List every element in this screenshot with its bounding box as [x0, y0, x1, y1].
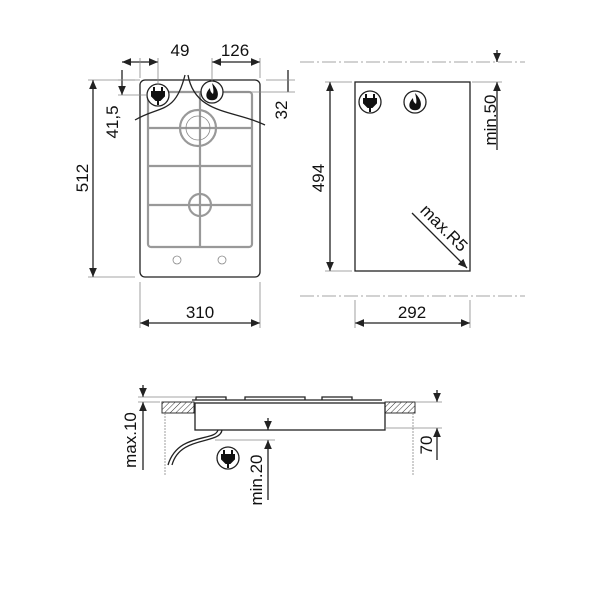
burner-large — [178, 108, 218, 148]
dim-310: 310 — [186, 303, 214, 322]
grate — [146, 90, 254, 249]
dim-max-r5: max.R5 — [416, 201, 471, 256]
dim-70: 70 — [417, 436, 436, 455]
side-view: max.10 min.20 70 — [121, 385, 442, 506]
flame-icon — [403, 90, 427, 114]
dim-min-20: min.20 — [247, 454, 266, 505]
dim-494: 494 — [309, 164, 328, 192]
knob-2 — [217, 255, 227, 265]
dim-32: 32 — [272, 101, 291, 120]
cutout-view: 494 min.50 max.R5 292 — [300, 50, 525, 328]
dim-512: 512 — [73, 164, 92, 192]
dim-41-5: 41,5 — [103, 105, 122, 138]
cutout-outline — [354, 81, 471, 272]
hob-outline — [139, 79, 261, 278]
plug-icon — [216, 446, 240, 470]
worktop-left — [161, 401, 195, 414]
top-view: 49 126 41,5 32 512 310 — [73, 41, 295, 328]
knob-1 — [172, 255, 182, 265]
flame-icon — [200, 80, 224, 104]
dim-min-50: min.50 — [481, 94, 500, 145]
plug-icon — [358, 90, 382, 114]
plug-icon — [146, 83, 170, 107]
burner-small — [187, 192, 213, 218]
dim-126: 126 — [221, 41, 249, 60]
dim-max-10: max.10 — [121, 412, 140, 468]
worktop-right — [384, 401, 416, 414]
dim-292: 292 — [398, 303, 426, 322]
hob-body — [194, 402, 386, 431]
dim-49: 49 — [171, 41, 190, 60]
